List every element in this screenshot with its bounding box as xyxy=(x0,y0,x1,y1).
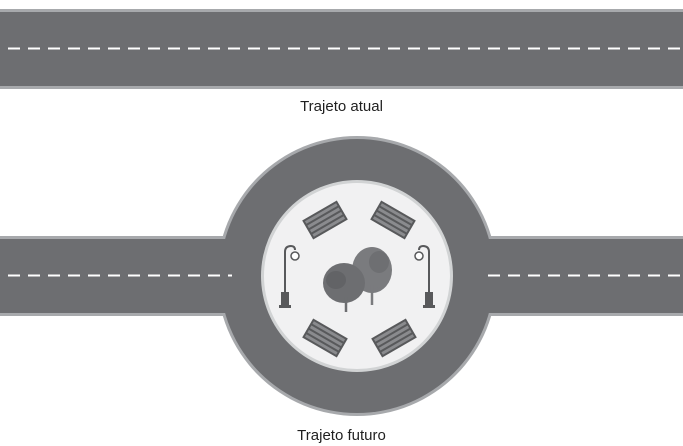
park-bench-icon xyxy=(302,200,348,240)
park-bench-icon xyxy=(370,200,416,240)
park-bench-icon xyxy=(302,318,348,358)
caption-future-route: Trajeto futuro xyxy=(297,427,386,444)
park-bench-icon xyxy=(371,318,417,358)
street-lamp-icon xyxy=(414,244,435,308)
street-lamp-icon xyxy=(279,244,300,308)
current-road xyxy=(0,9,683,89)
caption-current-route: Trajeto atual xyxy=(300,98,383,115)
tree-icon xyxy=(323,263,365,312)
